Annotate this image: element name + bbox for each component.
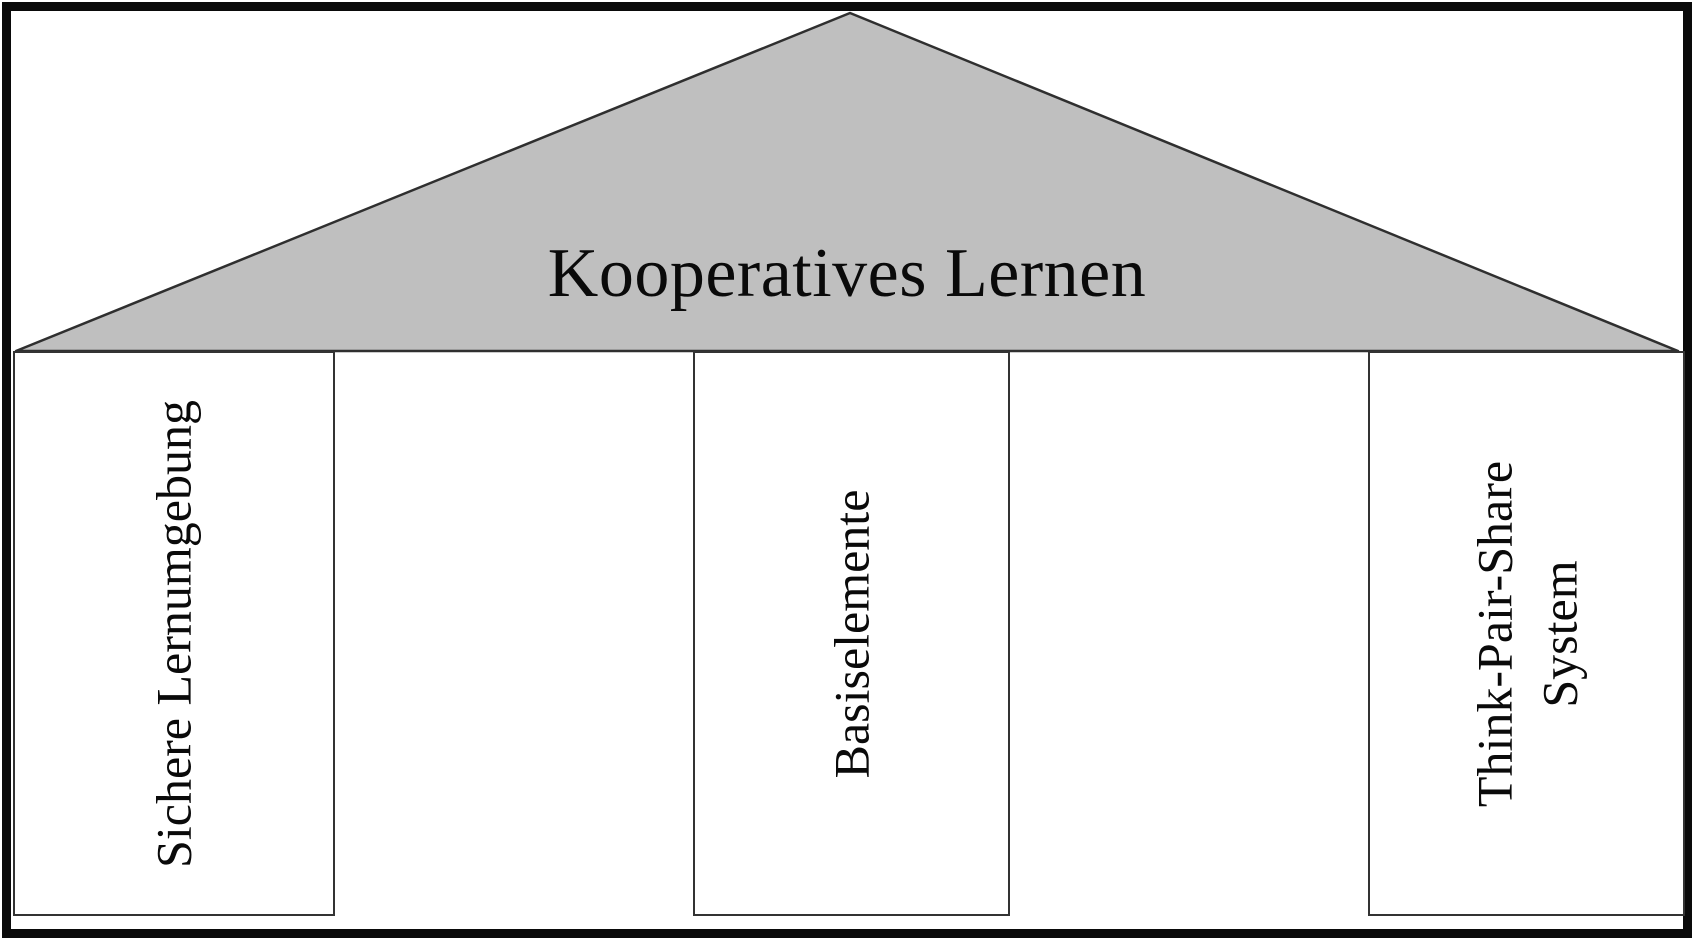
pillar-label: Think-Pair-Share System — [1465, 460, 1587, 807]
pillar-label: Basiselemente — [823, 489, 879, 778]
roof-title: Kooperatives Lernen — [547, 235, 1147, 312]
house-diagram: Kooperatives Lernen Sichere Lernumgebung… — [11, 11, 1685, 929]
pillar-basiselemente: Basiselemente — [693, 351, 1010, 916]
pillar-label: Sichere Lernumgebung — [145, 399, 202, 868]
pillar-sichere-lernumgebung: Sichere Lernumgebung — [13, 351, 335, 916]
pillar-think-pair-share-system: Think-Pair-Share System — [1368, 351, 1685, 916]
